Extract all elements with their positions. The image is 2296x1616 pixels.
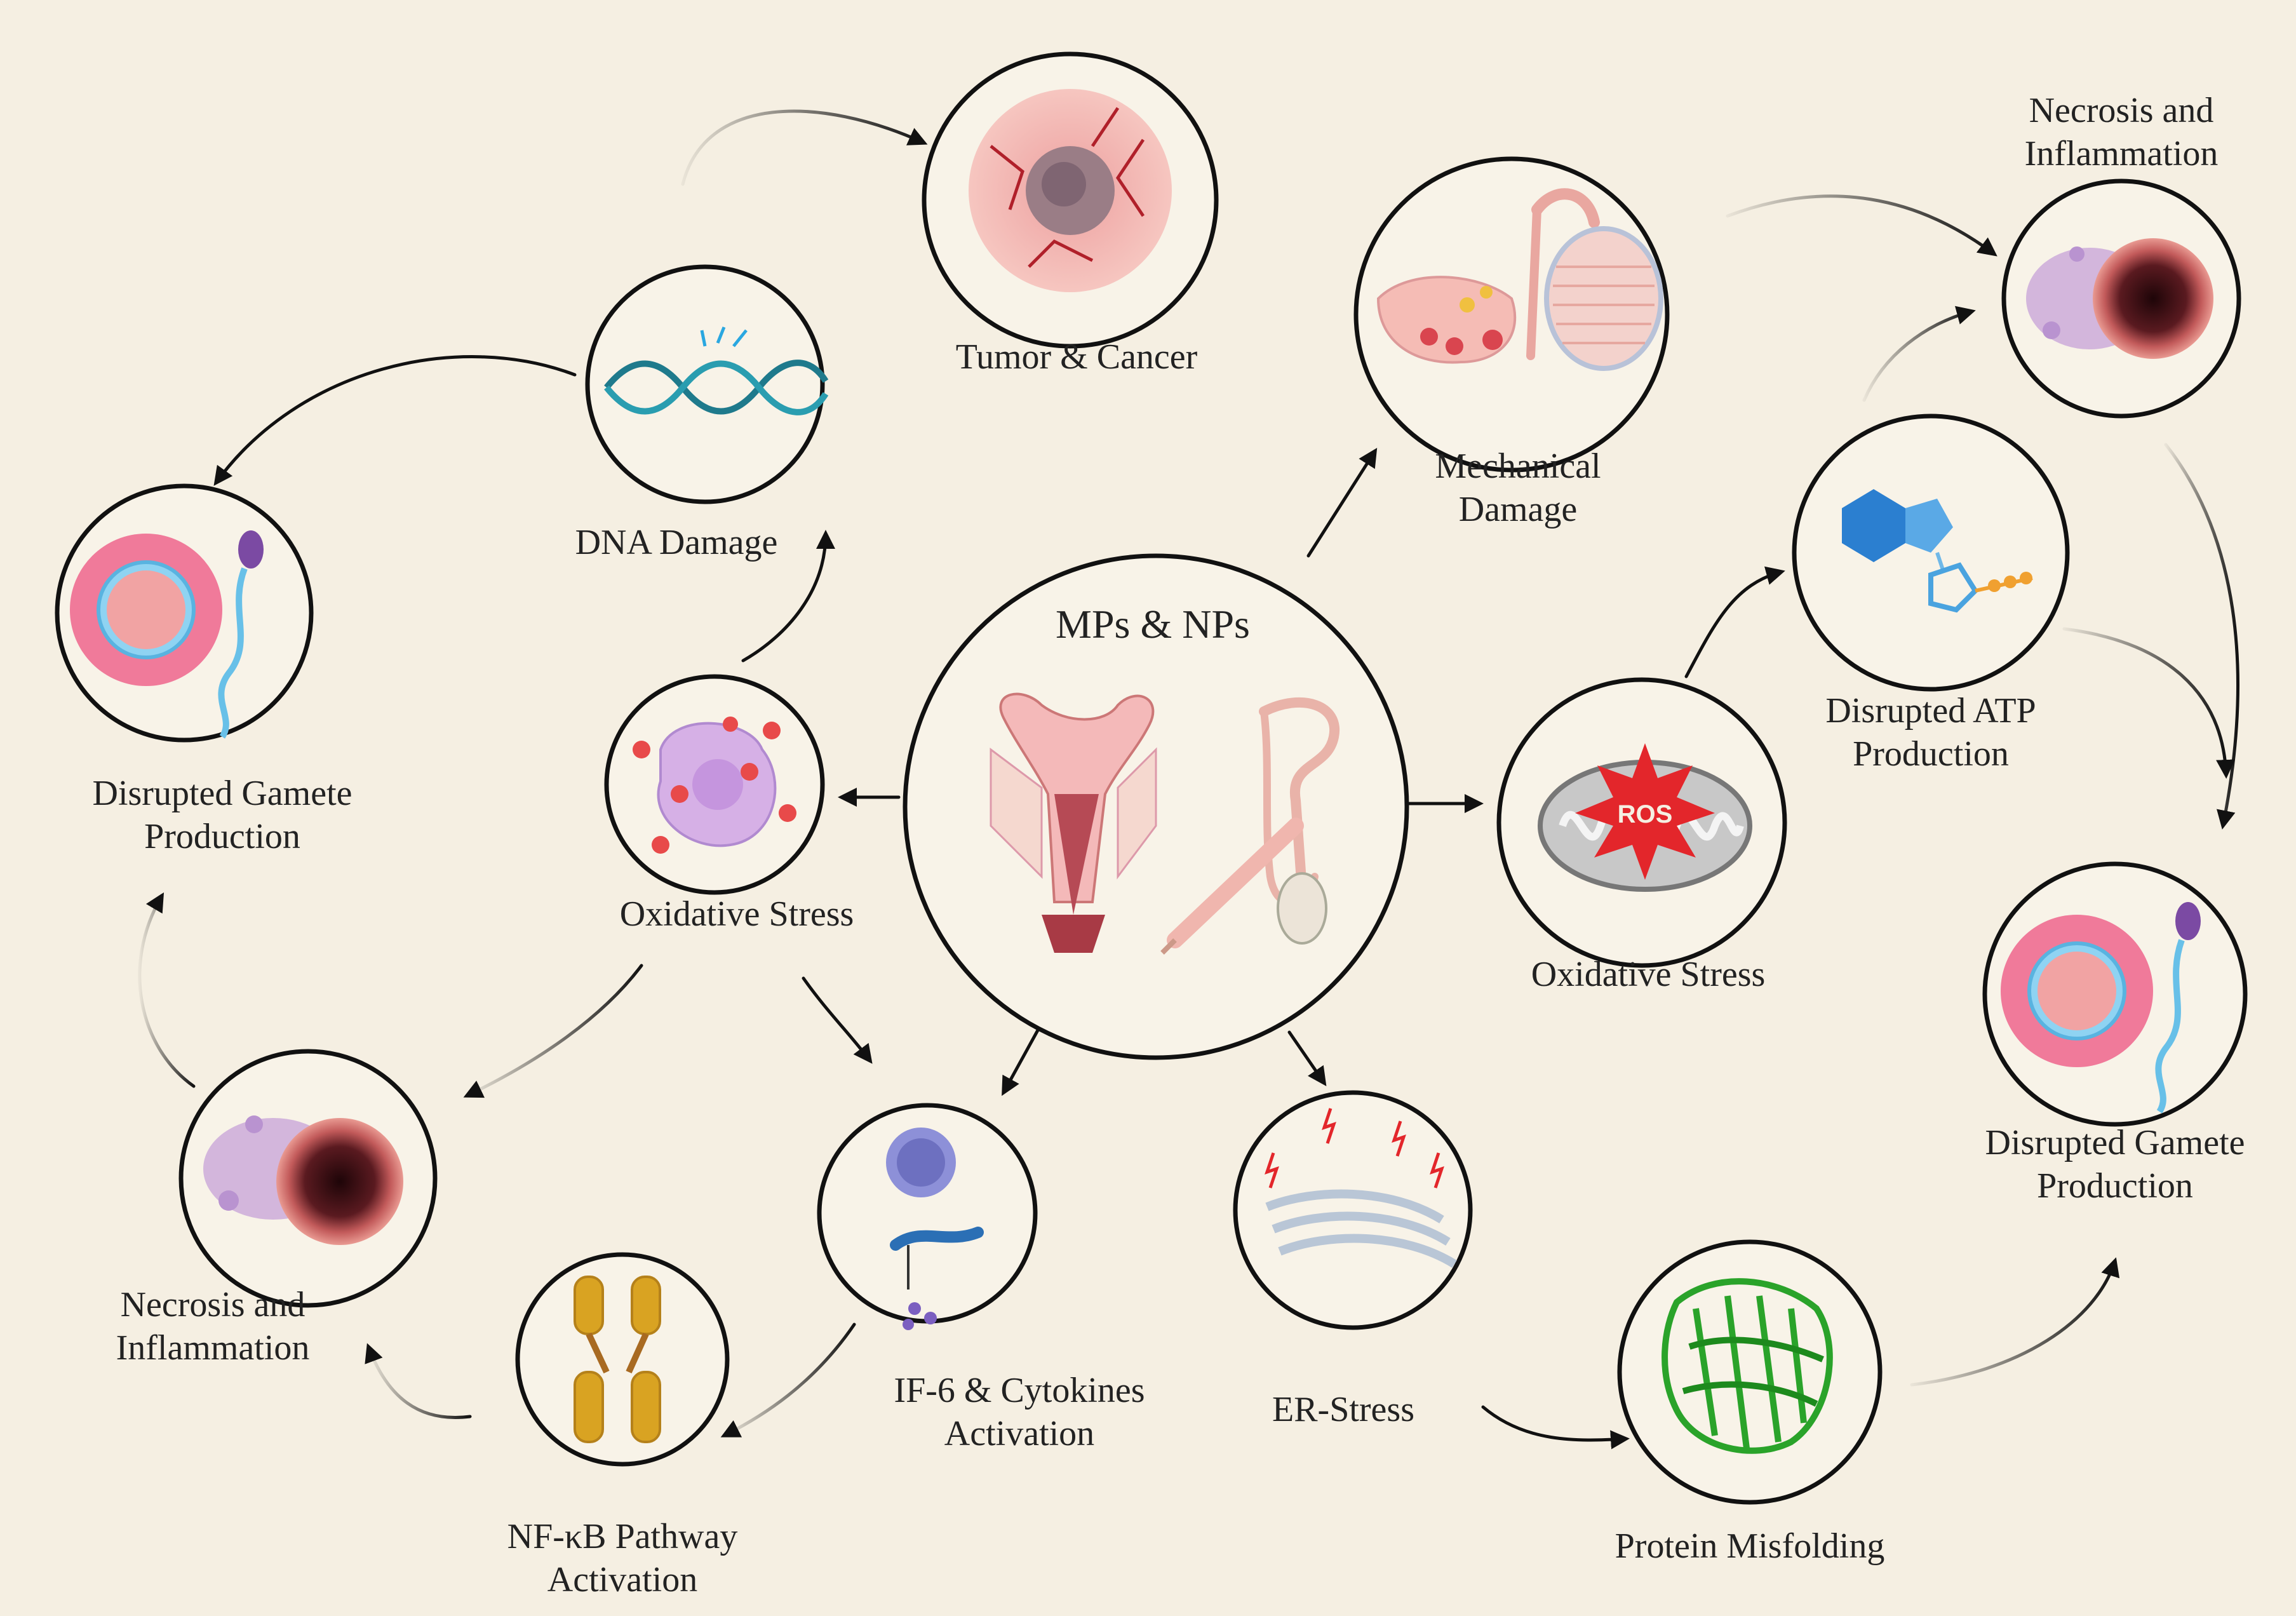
immune-cell-icon	[886, 1128, 984, 1330]
arrow-il6-to-nfkb	[720, 1323, 856, 1438]
label-il6-line2: Activation	[944, 1414, 1095, 1453]
arrow-protein-to-gamete-right	[1910, 1257, 2120, 1387]
label-protein: Protein Misfolding	[1615, 1526, 1885, 1566]
label-gamete-left-line1: Disrupted Gamete	[92, 774, 352, 813]
er-membrane-icon	[1265, 1108, 1457, 1268]
label-gamete-left-line2: Production	[144, 817, 300, 856]
label-mech-line1: Mechanical	[1435, 447, 1601, 486]
label-atp-line2: Production	[1853, 734, 2009, 774]
arrow-nfkb-to-necrosis	[365, 1343, 472, 1419]
ros-label: ROS	[1618, 800, 1673, 828]
label-ox-left: Oxidative Stress	[619, 894, 854, 934]
node-er	[1233, 1090, 1473, 1330]
arrow-center-to-er	[1287, 1030, 1327, 1086]
label-ox-right: Oxidative Stress	[1531, 955, 1766, 994]
dna-helix-icon	[604, 327, 829, 415]
atp-molecule-icon	[1842, 489, 2033, 613]
reproductive-organs-icon	[990, 692, 1340, 955]
label-tumor: Tumor & Cancer	[955, 337, 1198, 377]
arrow-er-to-protein	[1481, 1405, 1630, 1450]
receptor-icon	[574, 1276, 661, 1443]
arrow-ox-right-to-atp	[1684, 566, 1785, 678]
node-mech	[1353, 156, 1670, 473]
label-nfkb-line1: NF-κB Pathway	[507, 1517, 738, 1556]
label-necrosis-right: Necrosis and Inflammation	[2025, 89, 2219, 175]
node-gamete-left	[55, 483, 314, 743]
reproductive-organs-icon	[1376, 188, 1663, 371]
label-center: MPs & NPs	[1056, 602, 1250, 647]
connector-arrows	[138, 109, 2239, 1450]
arrow-dna-to-tumor	[681, 109, 928, 186]
arrow-center-to-mech	[1306, 447, 1378, 558]
arrow-mech-to-necrosis-right	[1726, 194, 1997, 257]
arrow-ox-left-to-dna	[741, 530, 835, 663]
node-protein	[1617, 1239, 1883, 1505]
necrotic-tissue-icon	[203, 1115, 403, 1245]
node-ox-left	[604, 674, 825, 895]
mitochondrion-ros-icon: ROS	[1538, 743, 1752, 892]
label-mech-line2: Damage	[1458, 490, 1578, 529]
oocyte-sperm-icon	[70, 530, 264, 739]
arrow-atp-to-necrosis-right	[1862, 306, 1976, 402]
label-nfkb-line2: Activation	[547, 1560, 698, 1599]
node-atp	[1792, 414, 2070, 692]
node-necrosis-right	[2001, 178, 2241, 419]
node-ox-right: ROS	[1496, 677, 1787, 968]
label-necrosis-right-line1: Necrosis and	[2029, 91, 2214, 130]
arrow-ox-left-to-il6	[802, 976, 873, 1064]
node-center	[903, 553, 1409, 1060]
node-il6	[817, 1103, 1038, 1330]
node-necrosis-left	[178, 1049, 438, 1308]
label-necrosis-left-line1: Necrosis and	[120, 1285, 305, 1324]
arrow-atp-to-gamete-right	[2062, 627, 2236, 779]
label-gamete-right: Disrupted Gamete Production	[1985, 1121, 2245, 1208]
label-atp-line1: Disrupted ATP	[1825, 691, 2036, 731]
label-necrosis-right-line2: Inflammation	[2024, 134, 2219, 173]
label-nfkb: NF-κB Pathway Activation	[507, 1515, 738, 1601]
label-gamete-right-line2: Production	[2037, 1166, 2193, 1206]
necrotic-tissue-icon	[2026, 238, 2213, 359]
damaged-cell-icon	[633, 717, 796, 854]
arrow-necrosis-right-to-gamete-right	[2164, 443, 2239, 830]
arrow-ox-left-to-necrosis	[463, 964, 643, 1098]
label-gamete-left: Disrupted Gamete Production	[93, 772, 352, 858]
label-necrosis-left-line2: Inflammation	[116, 1328, 310, 1368]
label-mech: Mechanical Damage	[1435, 445, 1601, 531]
label-atp: Disrupted ATP Production	[1825, 689, 2036, 776]
arrow-dna-to-gamete-left	[213, 355, 577, 486]
arrow-center-to-il6	[1002, 1027, 1040, 1096]
oocyte-sperm-icon	[2001, 902, 2201, 1114]
node-dna	[585, 264, 829, 504]
protein-structure-icon	[1662, 1278, 1833, 1454]
label-il6-line1: IF-6 & Cytokines	[894, 1371, 1145, 1410]
label-il6: IF-6 & Cytokines Activation	[894, 1369, 1145, 1455]
label-dna: DNA Damage	[575, 523, 778, 562]
tumor-cell-icon	[969, 89, 1172, 292]
node-tumor	[922, 51, 1219, 349]
label-er: ER-Stress	[1272, 1390, 1414, 1429]
label-necrosis-left: Necrosis and Inflammation	[116, 1283, 310, 1370]
label-gamete-right-line1: Disrupted Gamete	[1985, 1123, 2245, 1162]
node-gamete-right	[1982, 861, 2248, 1127]
arrow-necrosis-to-gamete-left	[138, 892, 196, 1088]
node-nfkb	[515, 1252, 730, 1467]
